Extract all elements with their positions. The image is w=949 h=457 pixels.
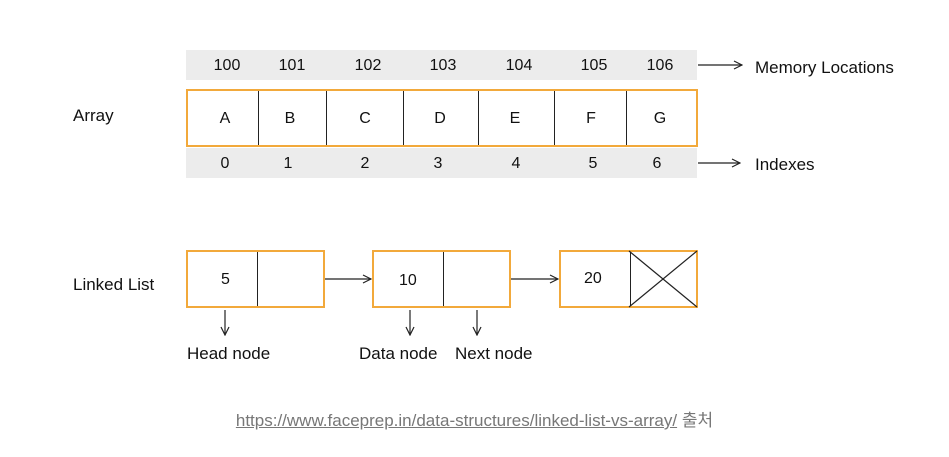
memory-location: 105: [580, 57, 608, 74]
memory-location: 103: [429, 57, 457, 74]
node-value: 10: [399, 272, 417, 289]
index-value: 3: [433, 155, 443, 172]
indexes-label: Indexes: [755, 155, 815, 174]
tail-node-box: [559, 250, 698, 308]
array-divider: [626, 91, 627, 145]
data-node-box: [372, 250, 511, 308]
linked-list-label: Linked List: [73, 275, 155, 294]
index-value: 6: [652, 155, 662, 172]
array-divider: [403, 91, 404, 145]
array-divider: [478, 91, 479, 145]
array-cell: D: [434, 110, 446, 127]
memory-location: 102: [354, 57, 382, 74]
index-value: 4: [511, 155, 521, 172]
null-cross-icon: [628, 250, 698, 308]
array-cell: G: [653, 110, 667, 127]
node-value: 20: [584, 270, 602, 287]
array-cell: A: [219, 110, 231, 127]
memory-location: 104: [505, 57, 533, 74]
memory-location: 106: [646, 57, 674, 74]
array-cell: C: [359, 110, 371, 127]
array-label: Array: [73, 106, 114, 125]
array-box: [186, 89, 698, 147]
array-divider: [326, 91, 327, 145]
source-link[interactable]: https://www.faceprep.in/data-structures/…: [235, 411, 678, 430]
index-value: 1: [283, 155, 293, 172]
array-divider: [554, 91, 555, 145]
head-node-box: [186, 250, 325, 308]
next-node-label: Next node: [455, 344, 533, 363]
data-node-label: Data node: [359, 344, 438, 363]
node-divider: [257, 252, 258, 306]
memory-location: 100: [213, 57, 241, 74]
array-divider: [258, 91, 259, 145]
node-divider: [630, 252, 631, 306]
node-divider: [443, 252, 444, 306]
head-node-label: Head node: [187, 344, 271, 363]
node-value: 5: [221, 271, 230, 288]
source-footer: https://www.faceprep.in/data-structures/…: [0, 406, 949, 431]
index-band: [186, 148, 697, 178]
memory-location: 101: [278, 57, 306, 74]
source-suffix: 출처: [681, 411, 714, 430]
memory-band: [186, 50, 697, 80]
index-value: 2: [360, 155, 370, 172]
array-cell: B: [284, 110, 296, 127]
array-cell: F: [586, 110, 596, 127]
index-value: 5: [588, 155, 598, 172]
index-value: 0: [220, 155, 230, 172]
array-cell: E: [509, 110, 521, 127]
memory-locations-label: Memory Locations: [755, 58, 894, 77]
